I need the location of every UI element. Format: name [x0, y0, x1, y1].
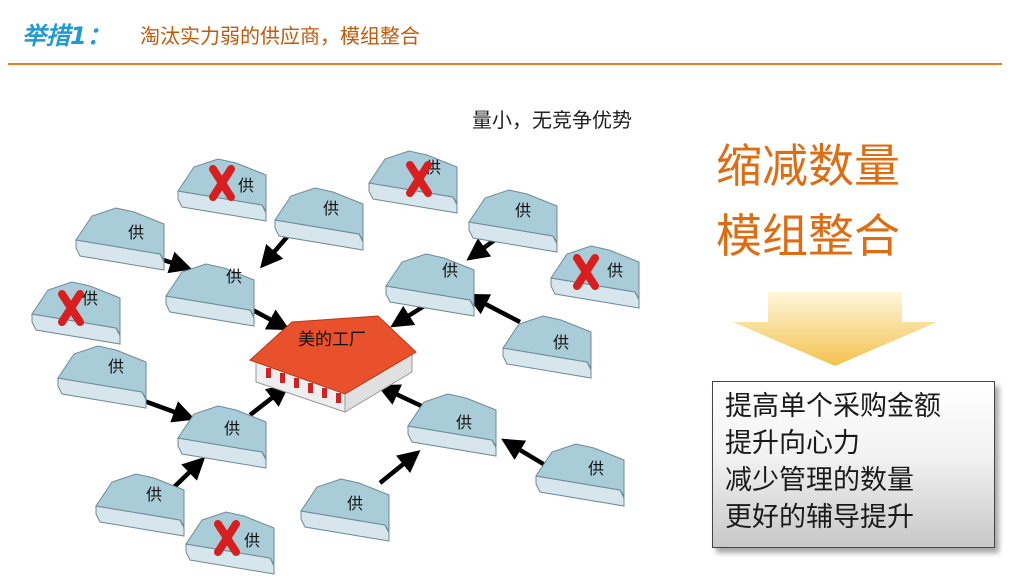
factory-icon: 美的工厂 — [249, 315, 417, 413]
benefit-item: 减少管理的数量 — [725, 465, 914, 496]
benefit-item: 提高单个采购金额 — [725, 391, 941, 422]
supplier-label: 供 — [347, 494, 363, 513]
supplier-house-icon: 供 — [177, 158, 267, 222]
down-arrow-icon — [733, 292, 937, 366]
supplier-house-icon: 供 — [177, 405, 267, 469]
supplier-house-icon: 供 — [75, 207, 165, 271]
supplier-label: 供 — [456, 413, 472, 432]
arrow — [248, 384, 290, 417]
supplier-house-icon: 供 — [165, 263, 255, 327]
headline-integrate: 模组整合 — [716, 209, 900, 263]
arrow — [378, 450, 421, 485]
supplier-label: 供 — [553, 333, 569, 352]
supplier-label: 供 — [588, 459, 604, 478]
supplier-house-icon: 供 — [274, 187, 364, 251]
supplier-label: 供 — [224, 419, 240, 438]
supplier-label: 供 — [238, 176, 254, 195]
arrow — [501, 438, 552, 470]
supplier-house-icon: 供 — [468, 189, 558, 253]
supplier-label: 供 — [146, 485, 162, 504]
cross-icon — [209, 165, 235, 201]
headline-reduce: 缩减数量 — [716, 139, 900, 193]
supplier-label: 供 — [108, 357, 124, 376]
benefit-item: 提升向心力 — [725, 428, 860, 459]
factory-label: 美的工厂 — [298, 330, 366, 350]
supplier-house-icon: 供 — [185, 511, 275, 575]
benefits-box: 提高单个采购金额 提升向心力 减少管理的数量 更好的辅导提升 — [712, 381, 995, 548]
supplier-house-icon: 供 — [368, 150, 458, 214]
supplier-house-icon: 供 — [95, 473, 185, 537]
supplier-label: 供 — [442, 261, 458, 280]
supplier-house-icon: 供 — [31, 281, 121, 345]
arrow — [466, 293, 522, 324]
supplier-label: 供 — [82, 289, 98, 308]
benefit-item: 更好的辅导提升 — [725, 502, 914, 533]
note-text: 量小，无竞争优势 — [472, 108, 632, 132]
cross-icon — [406, 161, 432, 197]
supplier-house-icon: 供 — [535, 443, 625, 507]
supplier-house-icon: 供 — [502, 315, 592, 379]
supplier-house-icon: 供 — [385, 253, 475, 317]
cross-icon — [58, 290, 84, 326]
supplier-label: 供 — [244, 531, 260, 550]
supplier-house-icon: 供 — [550, 245, 640, 309]
supplier-label: 供 — [226, 267, 242, 286]
supplier-label: 供 — [515, 201, 531, 220]
supplier-label: 供 — [128, 223, 144, 242]
slide-title: 淘汰实力弱的供应商，模组整合 — [140, 24, 420, 48]
cross-icon — [573, 254, 599, 290]
supplier-label: 供 — [607, 261, 623, 280]
suppliers: 供 供 供 供 供 供 — [31, 150, 640, 575]
cross-icon — [214, 520, 240, 556]
title-prefix: 举措1： — [22, 22, 111, 50]
supplier-label: 供 — [323, 199, 339, 218]
supplier-house-icon: 供 — [57, 345, 147, 409]
supplier-house-icon: 供 — [407, 393, 497, 457]
supplier-house-icon: 供 — [300, 478, 390, 542]
header-divider — [8, 63, 1002, 65]
